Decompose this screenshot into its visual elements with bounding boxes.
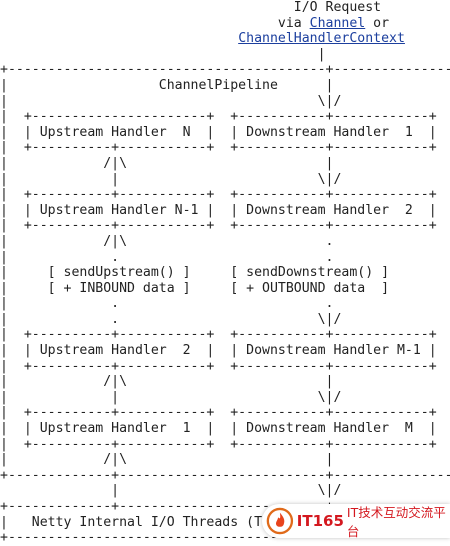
diagram-text: | . \|/ | — [0, 311, 450, 327]
diagram-line: +---------------------------------------… — [0, 62, 450, 78]
diagram-line: | \|/ | — [0, 94, 450, 110]
diagram-text: | +----------+-----------+ +-----------+… — [0, 405, 450, 421]
diagram-text: | +----------+-----------+ +-----------+… — [0, 218, 450, 234]
diagram-line: | \|/ — [0, 483, 450, 499]
diagram-line: | | \|/ | — [0, 390, 450, 406]
diagram-text: | +----------------------+ +-----------+… — [0, 109, 450, 125]
diagram-line: via Channel or — [0, 16, 450, 32]
diagram-text: | [ sendUpstream() ] [ sendDownstream() … — [0, 265, 450, 281]
diagram-text: | \|/ | — [0, 93, 450, 109]
diagram-text: I/O Request — [0, 0, 382, 15]
diagram-text: | | \|/ | — [0, 389, 450, 405]
diagram-line: | /|\ | | — [0, 452, 450, 468]
diagram-text: | +----------+-----------+ +-----------+… — [0, 187, 450, 203]
diagram-line: | [ sendUpstream() ] [ sendDownstream() … — [0, 265, 450, 281]
diagram-line: | | Upstream Handler N-1 | | Downstream … — [0, 203, 450, 219]
diagram-text: | . . | — [0, 249, 450, 265]
diagram-line: ChannelHandlerContext — [0, 31, 450, 47]
diagram-line: | +----------+-----------+ +-----------+… — [0, 359, 450, 375]
diagram-text: | /|\ | | — [0, 155, 450, 171]
diagram-text: | +----------+-----------+ +-----------+… — [0, 436, 450, 452]
diagram-line: I/O Request — [0, 0, 450, 16]
diagram-text: | — [0, 46, 326, 62]
diagram-line: | . . | — [0, 250, 450, 266]
diagram-text: | | Upstream Handler 1 | | Downstream Ha… — [0, 421, 450, 437]
diagram-line: | /|\ . | — [0, 234, 450, 250]
diagram-text: +---------------------------------------… — [0, 62, 450, 78]
diagram-line: | +----------+-----------+ +-----------+… — [0, 218, 450, 234]
diagram-text: | | \|/ | — [0, 171, 450, 187]
watermark-slogan: IT技术互动交流平台 — [346, 505, 446, 539]
diagram-text: | /|\ | | — [0, 452, 450, 468]
diagram-line: | . . | — [0, 296, 450, 312]
diagram-text: or — [365, 15, 390, 31]
diagram-line: | /|\ | | — [0, 374, 450, 390]
diagram-text: | +----------+-----------+ +-----------+… — [0, 358, 450, 374]
diagram-text: | | Upstream Handler N | | Downstream Ha… — [0, 124, 450, 140]
diagram-text: | | Upstream Handler 2 | | Downstream Ha… — [0, 343, 450, 359]
diagram-text — [0, 31, 238, 46]
flame-circle-icon — [266, 507, 294, 535]
diagram-line: | ChannelPipeline | | — [0, 78, 450, 94]
diagram-line: | . \|/ | — [0, 312, 450, 328]
diagram-text: | [ + INBOUND data ] [ + OUTBOUND data ]… — [0, 280, 450, 296]
diagram-line: | | Upstream Handler N | | Downstream Ha… — [0, 125, 450, 141]
diagram-line: | +----------+-----------+ +-----------+… — [0, 187, 450, 203]
diagram-line: +-------------+-------------------------… — [0, 468, 450, 484]
diagram-line: | /|\ | | — [0, 156, 450, 172]
diagram-text: | /|\ . | — [0, 233, 450, 249]
it165-watermark: IT165 IT技术互动交流平台 — [262, 504, 450, 539]
diagram-line: | +----------+-----------+ +-----------+… — [0, 140, 450, 156]
diagram-text: via — [0, 15, 310, 31]
doc-link-channelhandlercontext[interactable]: ChannelHandlerContext — [238, 31, 405, 47]
diagram-line: | +----------+-----------+ +-----------+… — [0, 437, 450, 453]
diagram-line: | | Upstream Handler 2 | | Downstream Ha… — [0, 343, 450, 359]
diagram-line: | [ + INBOUND data ] [ + OUTBOUND data ]… — [0, 281, 450, 297]
doc-link-channel[interactable]: Channel — [309, 15, 366, 31]
diagram-text: +-------------+-------------------------… — [0, 467, 450, 483]
diagram-line: | | \|/ | — [0, 172, 450, 188]
diagram-text: | | Upstream Handler N-1 | | Downstream … — [0, 202, 450, 218]
diagram-text: | \|/ — [0, 483, 342, 499]
diagram-line: | +----------------------+ +-----------+… — [0, 109, 450, 125]
diagram-text: | +----------+-----------+ +-----------+… — [0, 140, 450, 156]
diagram-text: | ChannelPipeline | | — [0, 77, 450, 93]
diagram-text: | +----------+-----------+ +-----------+… — [0, 327, 450, 343]
watermark-brand: IT165 — [296, 512, 344, 530]
diagram-text: | . . | — [0, 296, 450, 312]
diagram-line: | +----------+-----------+ +-----------+… — [0, 405, 450, 421]
diagram-text: | /|\ | | — [0, 374, 450, 390]
diagram-line: | +----------+-----------+ +-----------+… — [0, 327, 450, 343]
diagram-line: | | Upstream Handler 1 | | Downstream Ha… — [0, 421, 450, 437]
diagram-line: | — [0, 47, 450, 63]
